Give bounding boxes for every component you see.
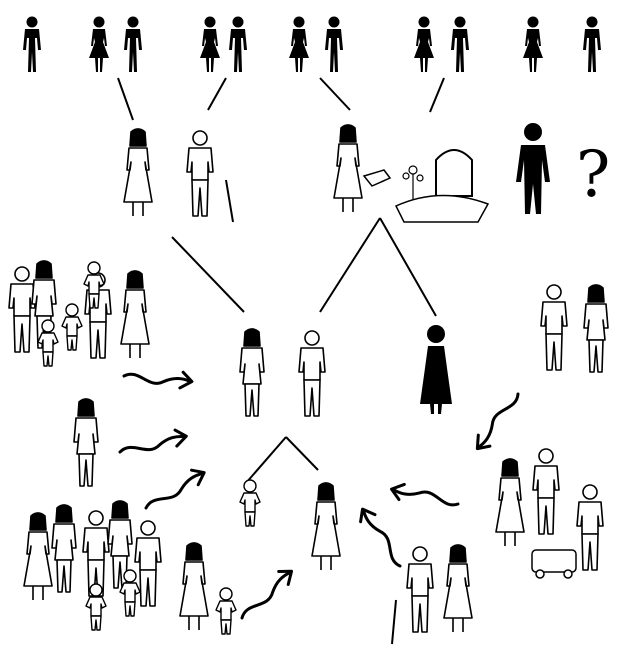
- elderly-cane: [392, 600, 396, 644]
- silhouette-woman-4: [414, 17, 434, 73]
- silhouette-man-6: [583, 17, 601, 73]
- line-grandparents-left-2: [208, 78, 226, 110]
- arrow-from-walking-woman: [118, 428, 188, 456]
- waving-couple: [541, 285, 608, 372]
- group-member-3: [62, 304, 82, 350]
- large-family-group-bottom-left: [24, 501, 161, 630]
- line-to-baby: [246, 437, 286, 483]
- arrow-from-left-group: [123, 364, 193, 389]
- silhouette-woman-5: [523, 17, 543, 73]
- mother-with-child: [180, 543, 236, 634]
- grave-scene: [334, 125, 488, 222]
- ancestor-silhouettes: [23, 17, 601, 73]
- group-member-6: [121, 271, 149, 358]
- silhouette-man-3: [229, 17, 247, 73]
- group-member-1: [9, 267, 35, 352]
- gravestone-icon: [436, 150, 472, 196]
- connector-lines: [118, 78, 444, 483]
- waving-man-figure: [541, 285, 567, 370]
- line-grandparents-right-2: [430, 78, 444, 112]
- toy-car-icon: [532, 550, 576, 572]
- flowers-icon: [403, 166, 423, 200]
- grandmother-figure: [124, 129, 152, 216]
- other-woman-silhouette: [420, 325, 452, 414]
- bottom-group-member-1: [24, 513, 52, 600]
- watering-can-icon: [364, 170, 390, 186]
- father-figure: [299, 331, 325, 416]
- mother-holding-hand-figure: [180, 543, 208, 630]
- line-to-other-woman: [380, 218, 436, 316]
- grandparents-left: [124, 129, 233, 222]
- arrow-from-mother-with-child: [234, 565, 296, 621]
- arrow-from-bottom-left-group: [140, 465, 208, 511]
- line-to-daughter: [286, 437, 318, 470]
- grandfather-figure: [187, 131, 213, 216]
- silhouette-man-1: [23, 17, 41, 73]
- father-waving-figure: [533, 449, 559, 534]
- unknown-person-silhouette: [516, 123, 550, 214]
- unknown-ancestor: ?: [516, 123, 610, 214]
- small-child-figure: [216, 588, 236, 634]
- family-with-stroller: [496, 449, 603, 578]
- silhouette-woman-1: [89, 17, 109, 73]
- mother-with-baby-figure: [496, 459, 524, 546]
- elderly-woman-figure: [444, 545, 472, 632]
- line-to-father: [320, 218, 380, 312]
- question-mark: ?: [576, 138, 610, 212]
- arrow-from-stroller-family: [389, 481, 459, 515]
- central-couple: [240, 329, 325, 416]
- grave-mound: [396, 195, 488, 222]
- arrow-from-elderly-couple: [356, 505, 404, 572]
- silhouette-man-2: [124, 17, 142, 73]
- silhouette-man-5: [451, 17, 469, 73]
- line-to-mother: [172, 237, 244, 312]
- bottom-group-member-2: [52, 505, 76, 592]
- bottom-group-member-3: [83, 511, 109, 596]
- elderly-man-figure: [407, 547, 433, 632]
- daughter-figure: [312, 483, 340, 570]
- line-grandparents-right-1: [320, 78, 350, 110]
- silhouette-woman-3: [289, 17, 309, 73]
- line-grandparents-left-1: [118, 78, 133, 120]
- silhouette-man-4: [325, 17, 343, 73]
- extended-family-group-left: [9, 261, 149, 366]
- silhouette-woman-2: [200, 17, 220, 73]
- grandmother-watering-figure: [334, 125, 362, 212]
- arrow-from-waving-couple: [471, 391, 527, 453]
- waving-woman-figure: [584, 285, 608, 372]
- elderly-couple-bottom-right: [392, 545, 472, 644]
- mother-figure: [240, 329, 264, 416]
- crouching-man-figure: [577, 485, 603, 570]
- walking-cane: [226, 180, 233, 222]
- baby-figure: [240, 480, 260, 526]
- walking-woman-figure: [74, 399, 98, 486]
